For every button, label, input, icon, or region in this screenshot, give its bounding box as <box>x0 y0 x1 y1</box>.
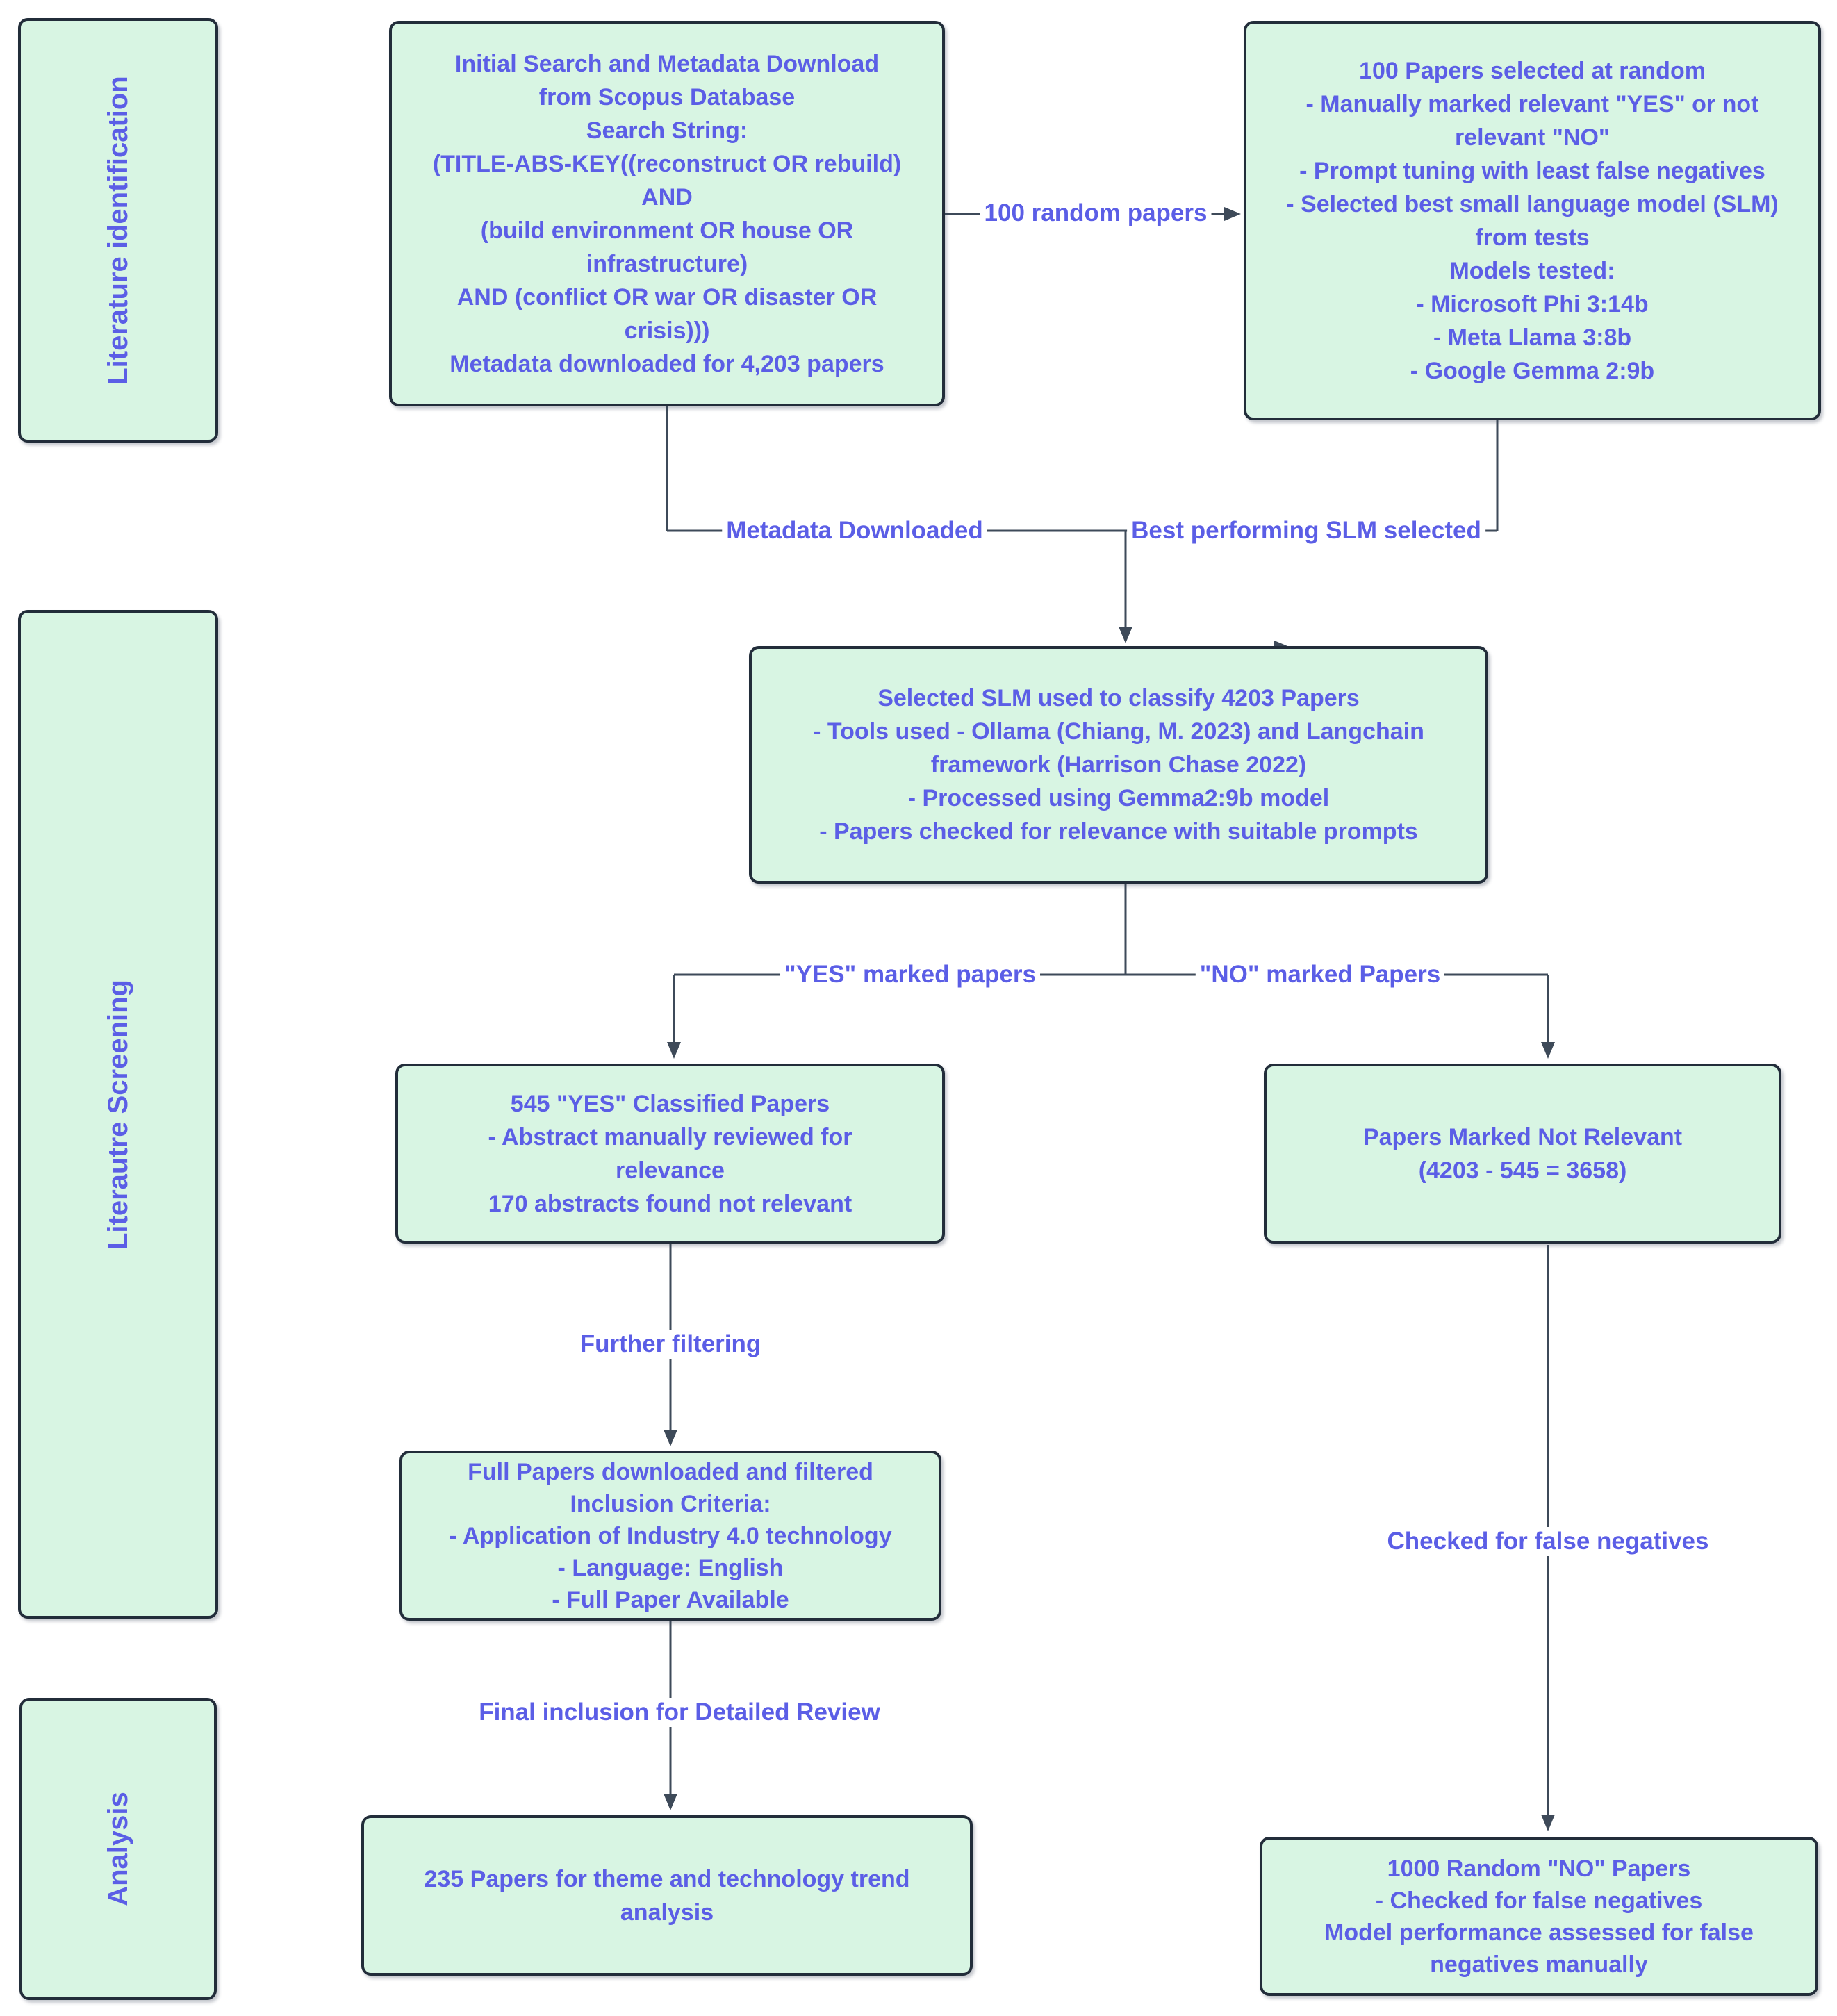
box-random-no: 1000 Random "NO" Papers - Checked for fa… <box>1260 1837 1818 1996</box>
arrowhead-down-into-final-papers <box>664 1794 677 1810</box>
sidebar-phase-screening: Literautre Screening <box>18 610 218 1619</box>
box-yes-classified: 545 "YES" Classified Papers - Abstract m… <box>395 1064 945 1244</box>
arrowhead-down-into-not-relevant <box>1541 1042 1555 1059</box>
sidebar-phase-identification-label: Literature identification <box>102 76 133 385</box>
sidebar-phase-analysis-label: Analysis <box>102 1792 133 1906</box>
box-initial-search: Initial Search and Metadata Download fro… <box>389 21 945 406</box>
box-final-papers: 235 Papers for theme and technology tren… <box>361 1815 973 1976</box>
box-not-relevant: Papers Marked Not Relevant (4203 - 545 =… <box>1264 1064 1781 1244</box>
arrowhead-down-into-random-no <box>1541 1815 1555 1831</box>
sidebar-phase-screening-label: Literautre Screening <box>102 979 133 1250</box>
edge-label-no-marked: "NO" marked Papers <box>1195 960 1445 989</box>
box-full-papers: Full Papers downloaded and filtered Incl… <box>399 1451 941 1621</box>
edge-label-checked-false-negatives: Checked for false negatives <box>1383 1527 1713 1556</box>
arrowhead-right-into-random-selection <box>1224 207 1241 221</box>
box-random-selection: 100 Papers selected at random - Manually… <box>1244 21 1821 420</box>
box-slm-classification: Selected SLM used to classify 4203 Paper… <box>749 646 1488 884</box>
edge-label-final-inclusion: Final inclusion for Detailed Review <box>475 1698 884 1727</box>
edge-label-further-filtering: Further filtering <box>575 1330 766 1359</box>
edge-label-yes-marked: "YES" marked papers <box>780 960 1040 989</box>
arrowhead-down-into-slm <box>1119 627 1132 643</box>
sidebar-phase-identification: Literature identification <box>18 18 218 443</box>
edge-label-metadata-downloaded: Metadata Downloaded <box>722 516 987 545</box>
arrowhead-down-into-full-papers <box>664 1430 677 1446</box>
edge-label-100-random-papers: 100 random papers <box>980 199 1212 228</box>
arrowhead-down-into-yes <box>667 1042 681 1059</box>
edge-label-best-slm: Best performing SLM selected <box>1127 516 1485 545</box>
sidebar-phase-analysis: Analysis <box>19 1698 217 2000</box>
